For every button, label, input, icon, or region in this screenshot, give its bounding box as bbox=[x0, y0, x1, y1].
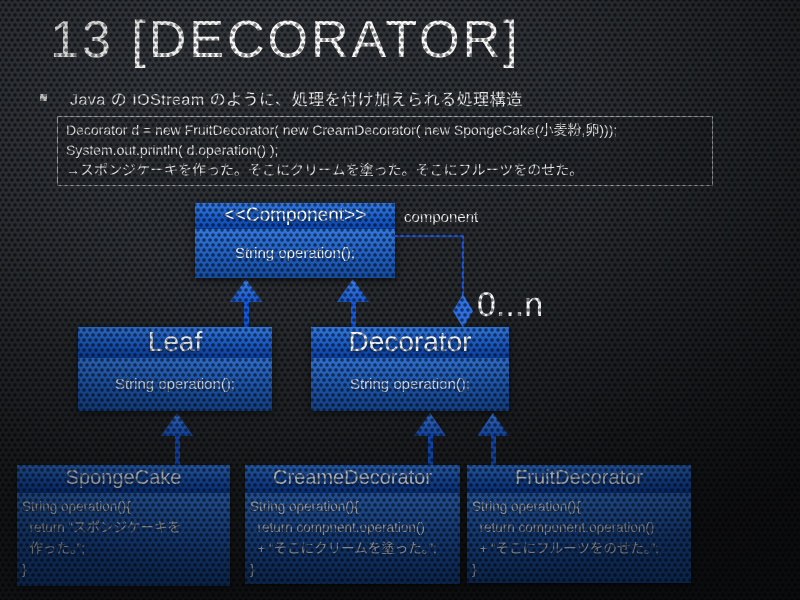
code-line: } bbox=[250, 562, 255, 577]
inheritance-arrow-decorator-to-component bbox=[337, 279, 369, 302]
class-member-component: String operation(); bbox=[195, 229, 395, 278]
multiplicity-label: 0...n bbox=[477, 286, 544, 324]
bullet-square-icon bbox=[40, 94, 47, 101]
class-box-creamedecorator: CreameDecorator String operation(){ retu… bbox=[245, 465, 460, 584]
code-line: System.out.println( d.operation() ); bbox=[66, 142, 279, 158]
class-box-component: <<Component>> String operation(); bbox=[195, 203, 395, 278]
bullet-text: Java の IOStream のように、処理を付け加えられる処理構造 bbox=[70, 92, 523, 109]
class-title-spongecake: SpongeCake bbox=[17, 465, 230, 493]
code-line: return compnent.operation() bbox=[250, 520, 425, 535]
class-title-leaf: Leaf bbox=[78, 327, 272, 358]
code-line: →スポンジケーキを作った。そこにクリームを塗った。そこにフルーツをのせた。 bbox=[66, 162, 584, 178]
inheritance-arrow-stem bbox=[244, 300, 249, 327]
association-label-component: component bbox=[404, 209, 479, 226]
class-title-decorator: Decorator bbox=[311, 327, 509, 358]
code-line: Decorator d = new FruitDecorator( new Cr… bbox=[66, 122, 618, 138]
class-box-fruitdecorator: FruitDecorator String operation(){ retur… bbox=[467, 465, 691, 583]
code-line: + “そこにクリームを塗った。”; bbox=[250, 541, 437, 556]
class-body-creamedecorator: String operation(){ return compnent.oper… bbox=[245, 493, 460, 584]
class-body-spongecake: String operation(){ return “スポンジケーキを 作った… bbox=[17, 493, 230, 586]
aggregation-diamond-icon bbox=[453, 294, 473, 328]
code-line: + “そこにフルーツをのせた。”; bbox=[472, 541, 659, 556]
inheritance-arrow-spongecake-to-leaf bbox=[161, 413, 193, 436]
code-line: return component.operation() bbox=[472, 520, 655, 535]
class-box-spongecake: SpongeCake String operation(){ return “ス… bbox=[17, 465, 230, 586]
inheritance-arrow-stem bbox=[351, 300, 356, 327]
code-line: return “スポンジケーキを bbox=[22, 520, 182, 535]
class-title-creamedecorator: CreameDecorator bbox=[245, 465, 460, 493]
inheritance-arrow-stem bbox=[491, 434, 496, 465]
class-title-fruitdecorator: FruitDecorator bbox=[467, 465, 691, 493]
aggregation-line-vertical bbox=[462, 235, 464, 296]
class-member-leaf: String operation(); bbox=[78, 358, 272, 411]
bullet-item: Java の IOStream のように、処理を付け加えられる処理構造 bbox=[40, 86, 523, 110]
inheritance-arrow-stem bbox=[428, 434, 433, 465]
slide-title: 13 [DECORATOR] bbox=[50, 11, 521, 69]
code-line: } bbox=[472, 562, 477, 577]
inheritance-arrow-stem bbox=[175, 434, 180, 465]
inheritance-arrow-fruitdecorator-to-decorator bbox=[477, 413, 509, 436]
class-body-fruitdecorator: String operation(){ return component.ope… bbox=[467, 493, 691, 583]
code-line: String operation(){ bbox=[250, 499, 359, 514]
class-box-decorator: Decorator String operation(); bbox=[311, 327, 509, 411]
class-member-decorator: String operation(); bbox=[311, 358, 509, 411]
inheritance-arrow-creamedecorator-to-decorator bbox=[414, 413, 446, 436]
code-sample-box: Decorator d = new FruitDecorator( new Cr… bbox=[57, 116, 713, 186]
class-title-component: <<Component>> bbox=[195, 203, 395, 229]
code-line: String operation(){ bbox=[472, 499, 581, 514]
inheritance-arrow-leaf-to-component bbox=[230, 279, 262, 302]
class-box-leaf: Leaf String operation(); bbox=[78, 327, 272, 411]
code-line: String operation(){ bbox=[22, 499, 131, 514]
code-line: } bbox=[22, 562, 27, 577]
aggregation-line-horizontal bbox=[394, 235, 464, 237]
code-line: 作った。”; bbox=[22, 541, 86, 556]
